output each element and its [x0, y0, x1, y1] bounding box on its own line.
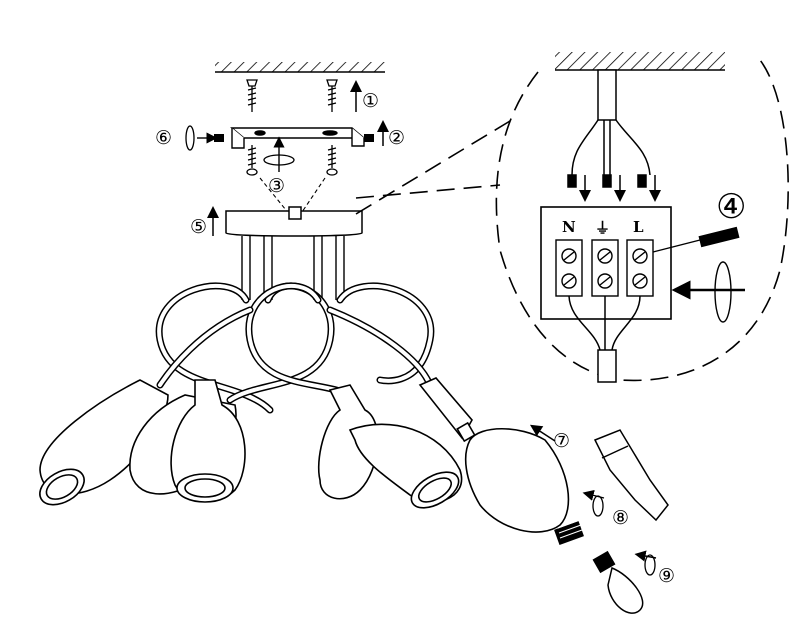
screwdriver [652, 226, 740, 253]
step-2-label: ② [388, 127, 405, 149]
step-2-marker: ② [364, 120, 405, 149]
terminal-label-earth: ⏚ [595, 219, 610, 237]
step-6-marker: ⑥ [155, 125, 224, 151]
tighten-marker [671, 261, 745, 323]
lamp-wires [568, 295, 641, 383]
shade-3 [170, 379, 246, 503]
step-5-marker: ⑤ [190, 206, 219, 238]
ring-nut [554, 519, 584, 545]
step-6-label: ⑥ [155, 127, 172, 149]
candle-bulb [592, 550, 644, 614]
bracket-screws [246, 145, 338, 176]
lamp-holder-arm [418, 377, 476, 443]
terminal-box: N ⏚ L [540, 206, 672, 320]
lamp-shades [39, 377, 476, 509]
callout-ceiling [555, 52, 725, 71]
step-7-label: ⑦ [553, 430, 570, 452]
terminal-label-n: N [562, 218, 576, 236]
step-3-label: ③ [268, 175, 285, 197]
step-5-label: ⑤ [190, 216, 207, 238]
step-9-marker: ⑨ [634, 550, 675, 587]
step-3-marker: ③ [259, 136, 326, 216]
screw-left [246, 79, 258, 112]
ceiling [215, 62, 385, 73]
step-4-marker: ④ [716, 187, 746, 227]
shade-4 [317, 384, 463, 509]
step-1-marker: ① [350, 80, 379, 112]
step-8-marker: ⑧ [582, 489, 629, 529]
terminal-label-l: L [633, 218, 644, 236]
supply-cable [571, 69, 651, 176]
arm-stems [241, 236, 345, 300]
wire-arrows [567, 174, 661, 202]
screw-right [326, 79, 338, 112]
socket-holder [593, 429, 669, 522]
step-7-marker: ⑦ [529, 424, 570, 452]
arm-loops [155, 282, 435, 414]
step-1-label: ① [362, 90, 379, 112]
step-9-label: ⑨ [658, 565, 675, 587]
step-8-label: ⑧ [612, 507, 629, 529]
wiring-callout [355, 59, 789, 382]
canopy [225, 206, 363, 237]
loose-shade [464, 427, 570, 533]
ceiling-screws [246, 79, 338, 112]
step-4-label: ④ [716, 187, 746, 227]
